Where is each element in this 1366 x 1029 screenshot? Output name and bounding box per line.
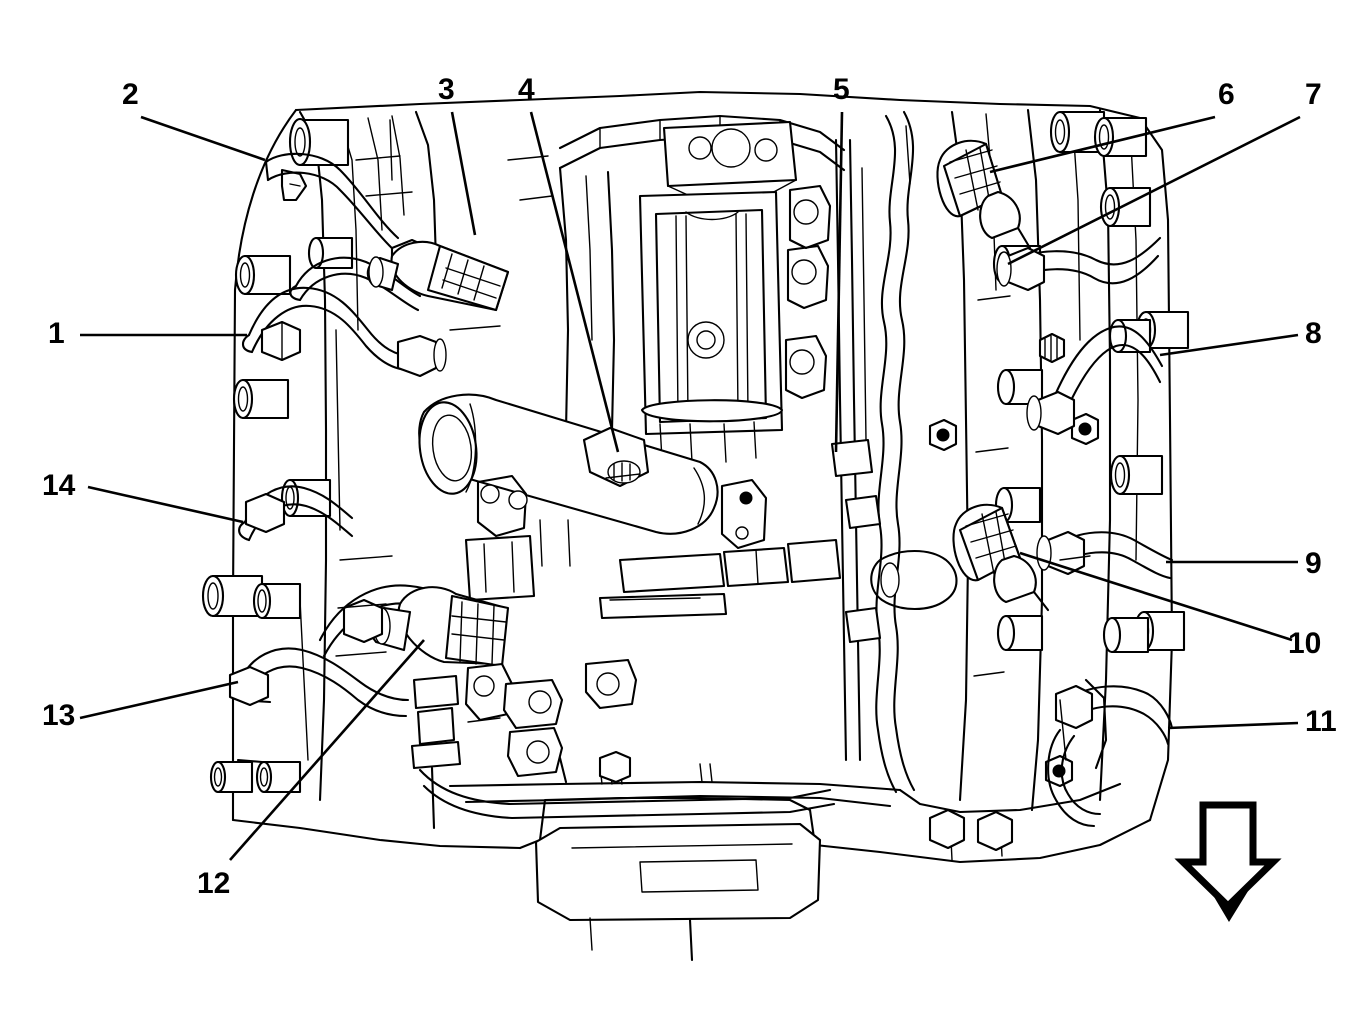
callout-label-8[interactable]: 8 — [1305, 317, 1322, 350]
callout-label-2[interactable]: 2 — [122, 78, 139, 111]
leader-line-13 — [79, 680, 239, 720]
leader-line-10 — [1019, 551, 1293, 642]
callout-label-1[interactable]: 1 — [48, 317, 65, 350]
leader-line-12 — [229, 639, 425, 861]
center-lower-brackets — [448, 474, 902, 962]
callout-label-9[interactable]: 9 — [1305, 547, 1322, 580]
leader-line-3 — [450, 111, 477, 236]
leader-line-2 — [140, 115, 266, 162]
callout-label-6[interactable]: 6 — [1218, 78, 1235, 111]
leader-line-5 — [834, 111, 844, 453]
leader-line-7 — [1007, 115, 1301, 266]
callout-label-12[interactable]: 12 — [197, 867, 231, 900]
callout-label-13[interactable]: 13 — [42, 699, 76, 732]
right-lower-block — [898, 678, 1122, 861]
callout-label-4[interactable]: 4 — [518, 73, 535, 106]
left-bolt-bosses — [201, 117, 354, 794]
callout-label-3[interactable]: 3 — [438, 73, 455, 106]
center-intake-manifold — [558, 114, 846, 463]
left-electrical-connector — [366, 240, 510, 312]
callout-label-11[interactable]: 11 — [1305, 705, 1337, 738]
leader-line-14 — [87, 485, 244, 524]
right-bolt-bosses — [928, 110, 1190, 788]
leader-lines — [79, 111, 1301, 861]
leader-line-11 — [1167, 721, 1299, 730]
lower-left-electrical-connector — [342, 586, 564, 830]
down-arrow-icon — [1174, 801, 1282, 922]
leader-line-4 — [529, 111, 620, 453]
callout-label-5[interactable]: 5 — [833, 73, 850, 106]
center-vertical-tubes — [830, 110, 958, 794]
lower-center-tube — [418, 768, 836, 820]
leader-line-8 — [1159, 333, 1299, 357]
callout-label-14[interactable]: 14 — [42, 469, 76, 502]
callout-label-7[interactable]: 7 — [1305, 78, 1322, 111]
cylindrical-housing — [418, 393, 768, 550]
callout-label-10[interactable]: 10 — [1288, 627, 1322, 660]
leader-line-6 — [989, 115, 1216, 174]
right-electrical-connector-top — [936, 139, 1032, 250]
right-electrical-connector-lower — [952, 503, 1050, 612]
